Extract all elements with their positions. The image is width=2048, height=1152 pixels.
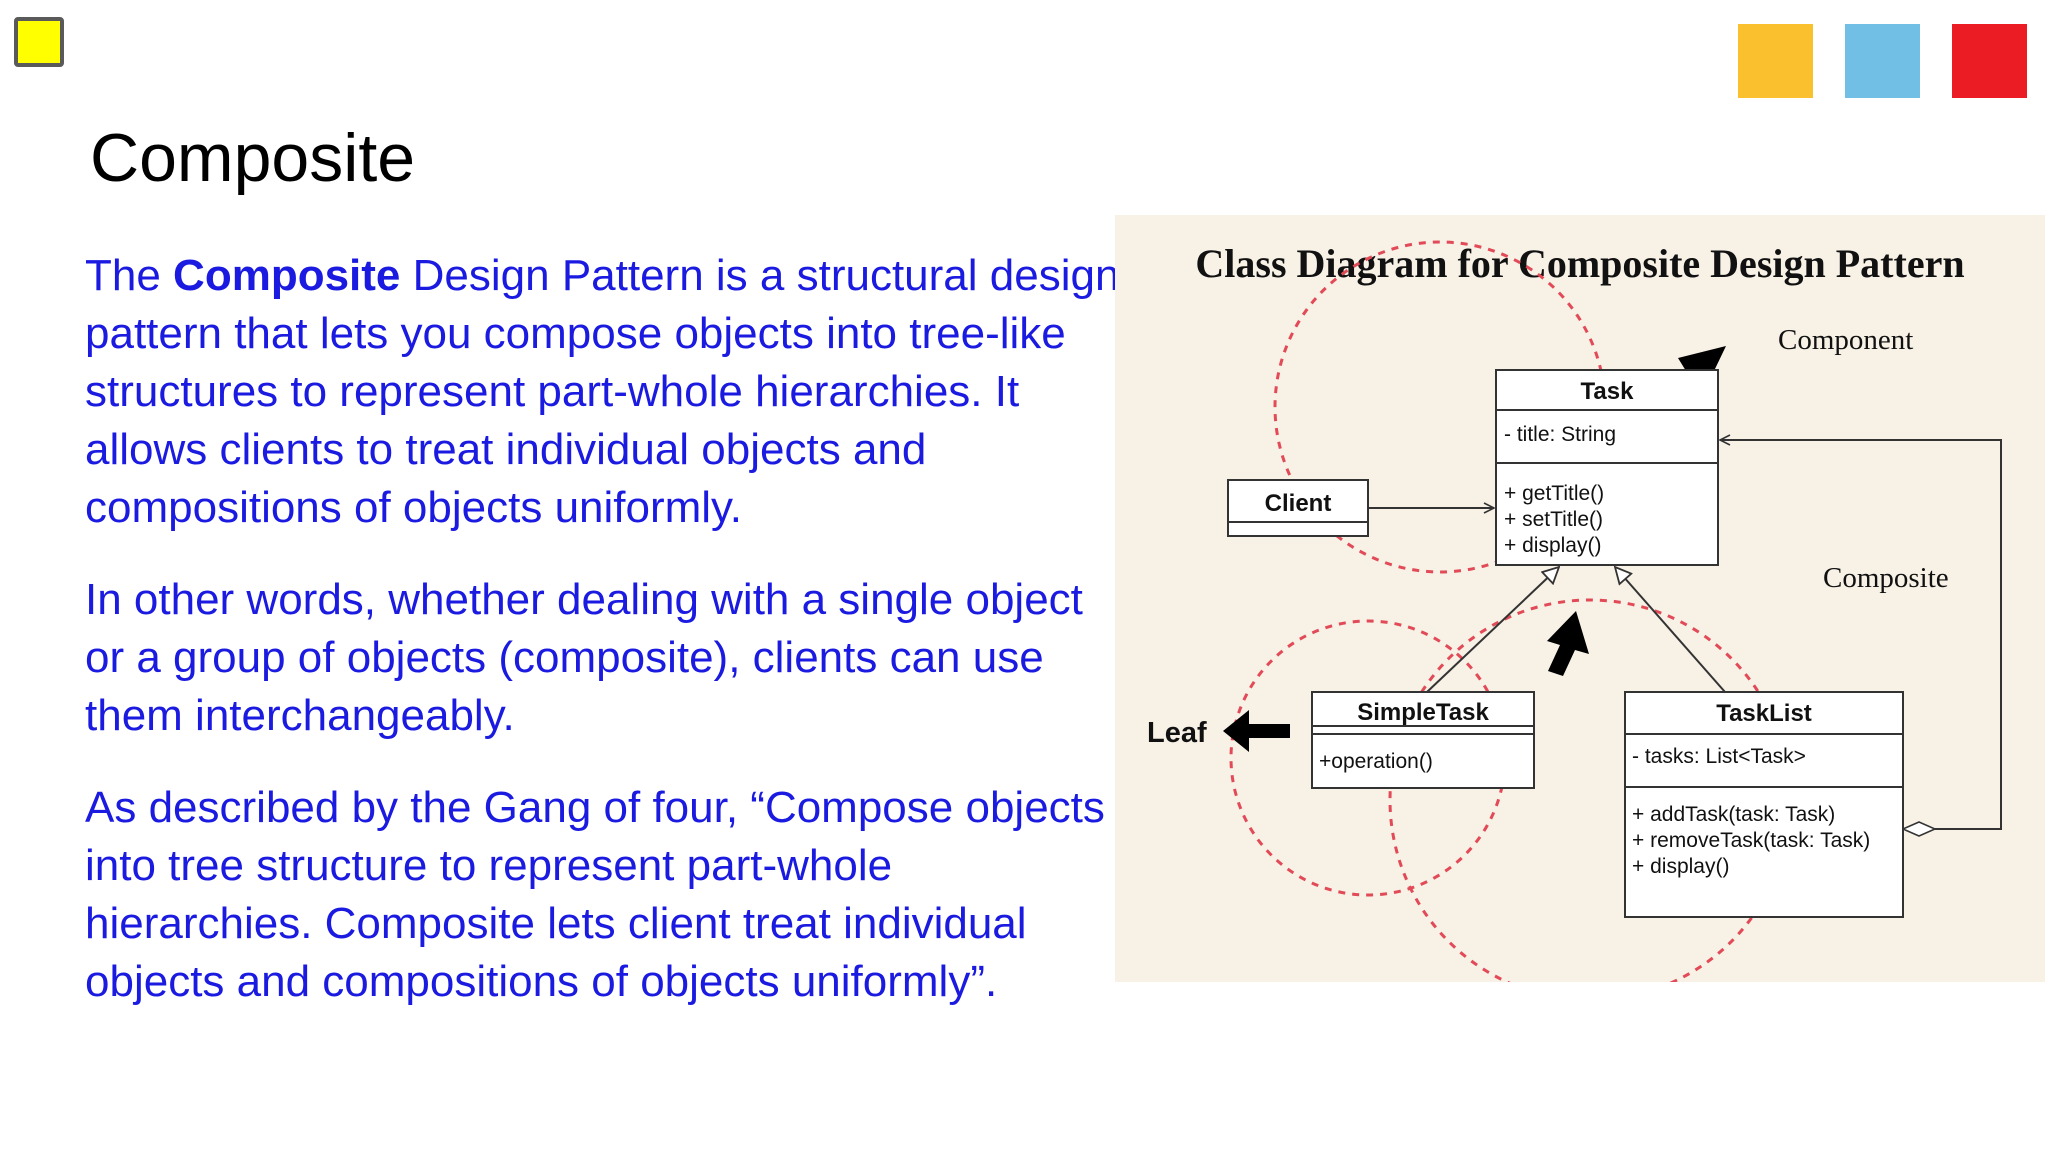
paragraph-1-rest: Design Pattern is a structural design pa…: [85, 251, 1120, 532]
class-task-attr: - title: String: [1504, 423, 1616, 446]
class-client-name: Client: [1265, 490, 1332, 517]
class-task-list: TaskList - tasks: List<Task> + addTask(t…: [1624, 691, 1904, 918]
paragraph-1-prefix: The: [85, 251, 174, 300]
swatch-red: [1952, 24, 2027, 98]
swatch-blue: [1845, 24, 1920, 98]
paragraph-2: In other words, whether dealing with a s…: [85, 575, 1083, 740]
class-diagram-svg: Class Diagram for Composite Design Patte…: [1147, 240, 2002, 982]
class-task: Task - title: String + getTitle() + setT…: [1495, 369, 1719, 566]
paragraph-1-bold: Composite: [173, 251, 401, 300]
class-task-list-attr: - tasks: List<Task>: [1632, 745, 1806, 768]
slide-body: The Composite Design Pattern is a struct…: [85, 247, 1125, 1045]
class-task-list-name: TaskList: [1716, 700, 1812, 727]
composite-arrow-icon: [1547, 611, 1589, 676]
task-list-aggregation-arrow: [1720, 440, 2002, 829]
paragraph-1: The Composite Design Pattern is a struct…: [85, 247, 1125, 537]
callout-composite: Composite: [1823, 562, 1949, 594]
diagram-title: Class Diagram for Composite Design Patte…: [1195, 241, 1964, 286]
class-task-name: Task: [1581, 378, 1635, 405]
class-diagram: Class Diagram for Composite Design Patte…: [1115, 215, 2045, 982]
class-task-list-method-2: + removeTask(task: Task): [1632, 829, 1870, 852]
class-simple-task-method: +operation(): [1319, 750, 1433, 773]
slide-title: Composite: [90, 120, 416, 196]
class-simple-task-name: SimpleTask: [1357, 699, 1489, 726]
class-task-list-method-3: + display(): [1632, 855, 1729, 878]
task-list-inherits-arrow: [1615, 567, 1726, 693]
class-task-list-method-1: + addTask(task: Task): [1632, 803, 1835, 826]
swatch-orange: [1738, 24, 1813, 98]
class-task-method-2: + setTitle(): [1504, 508, 1603, 531]
class-simple-task: SimpleTask +operation(): [1311, 691, 1535, 789]
class-task-method-1: + getTitle(): [1504, 482, 1604, 505]
callout-leaf: Leaf: [1147, 717, 1207, 749]
yellow-square-icon: [14, 17, 64, 67]
leaf-arrow-icon: [1223, 710, 1290, 752]
simple-task-inherits-arrow: [1426, 567, 1559, 693]
callout-component: Component: [1778, 324, 1913, 356]
paragraph-3: As described by the Gang of four, “Compo…: [85, 783, 1105, 1006]
class-client: Client: [1227, 479, 1369, 537]
class-task-method-3: + display(): [1504, 534, 1601, 557]
